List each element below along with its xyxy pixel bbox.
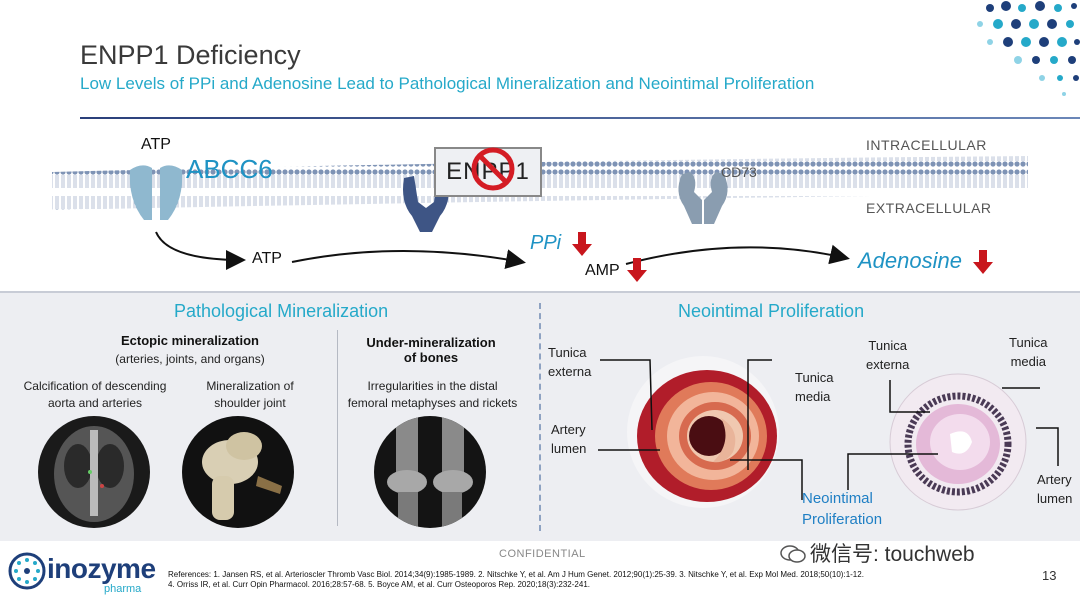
section-dashed-divider [539, 303, 541, 531]
under-mineralization-caption: Irregularities in the distal femoral met… [347, 379, 518, 410]
calcification-caption: Calcification of descending aorta and ar… [23, 379, 167, 410]
atp-top-label: ATP [141, 136, 171, 153]
femoral-xray-image [374, 416, 486, 528]
cd73-enzyme-icon [678, 172, 728, 224]
confidential-label: CONFIDENTIAL [499, 548, 586, 560]
prohibited-icon [471, 147, 515, 191]
tunica-media-label: Tunica media [795, 370, 834, 404]
adenosine-label: Adenosine [858, 248, 962, 273]
references: References: 1. Jansen RS, et al. Arterio… [168, 570, 864, 589]
wechat-icon [780, 544, 806, 564]
aorta-ct-image [38, 416, 150, 528]
artery-cross-section-diagram [627, 356, 779, 508]
pathway-arrows [155, 231, 850, 270]
slide-title: ENPP1 Deficiency [80, 40, 301, 70]
amp-label: AMP [585, 262, 620, 279]
amp-decrease-arrow-icon [627, 258, 647, 282]
shoulder-joint-image [182, 416, 294, 528]
neointimal-proliferation-title: Neointimal Proliferation [678, 301, 865, 321]
ectopic-subheading: (arteries, joints, and organs) [115, 352, 265, 366]
ectopic-heading: Ectopic mineralization [121, 333, 259, 348]
histology-artery-lumen-label: Artery lumen [1037, 472, 1073, 506]
under-mineralization-heading: Under-mineralization of bones [366, 335, 496, 365]
shoulder-caption: Mineralization of shoulder joint [206, 379, 294, 410]
slide-subtitle: Low Levels of PPi and Adenosine Lead to … [80, 74, 815, 93]
artery-histology-image [889, 373, 1027, 511]
cd73-label: CD73 [721, 164, 757, 180]
inozyme-logo-text: inozyme [47, 553, 156, 584]
page-number: 13 [1042, 568, 1057, 583]
histology-leader-lines [847, 380, 1059, 490]
dot-pattern-decoration [977, 1, 1080, 96]
artery-lumen-label: Artery lumen [551, 422, 587, 456]
inozyme-logo-subtext: pharma [104, 583, 142, 595]
pathological-mineralization-title: Pathological Mineralization [174, 301, 389, 321]
histology-tunica-media-label: Tunica media [1009, 335, 1048, 369]
tunica-externa-label: Tunica externa [548, 345, 592, 379]
adenosine-decrease-arrow-icon [973, 250, 993, 274]
ppi-decrease-arrow-icon [572, 232, 592, 256]
abcc6-transporter-icon [129, 165, 183, 220]
artery-leader-lines [598, 359, 803, 500]
abcc6-label: ABCC6 [186, 154, 273, 184]
header-divider [80, 117, 1080, 119]
intracellular-label: INTRACELLULAR [866, 137, 987, 153]
atp-bottom-label: ATP [252, 250, 282, 267]
left-inner-divider [337, 330, 338, 526]
neointimal-proliferation-label: Neointimal Proliferation [802, 490, 883, 528]
histology-tunica-externa-label: Tunica externa [866, 338, 910, 372]
ppi-label: PPi [530, 232, 562, 254]
wechat-watermark: 微信号: touchweb [780, 538, 975, 568]
inozyme-logo-mark [8, 552, 46, 590]
extracellular-label: EXTRACELLULAR [866, 200, 992, 216]
